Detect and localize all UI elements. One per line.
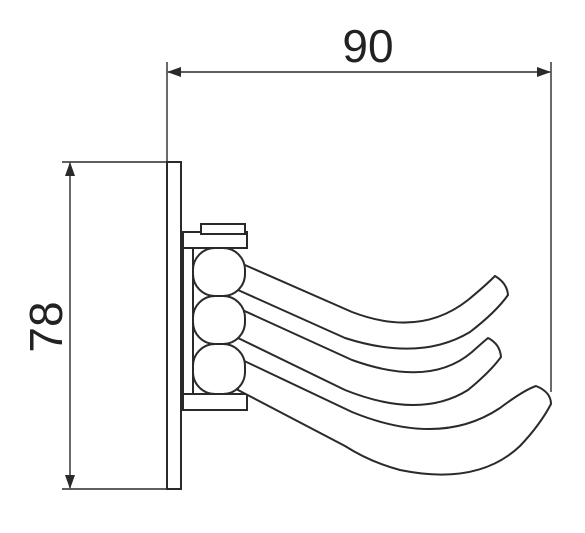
knuckle-3 — [192, 343, 246, 395]
hook-arm-1 — [237, 260, 510, 350]
height-dimension: 78 — [20, 161, 166, 490]
bracket-spine — [182, 247, 194, 395]
bracket-top-tab — [200, 223, 246, 235]
bracket-bottom-cap — [182, 393, 248, 411]
hook-arm-2 — [237, 306, 503, 406]
width-dimension-label: 90 — [342, 20, 393, 72]
wall-base-plate — [166, 161, 182, 490]
swivel-knuckles — [192, 247, 246, 395]
knuckle-1 — [192, 247, 246, 297]
hook-arm-3 — [237, 356, 553, 476]
width-dimension: 90 — [166, 20, 552, 392]
swivel-hooks — [237, 260, 553, 476]
height-dimension-label: 78 — [20, 301, 72, 352]
knuckle-2 — [192, 295, 246, 345]
